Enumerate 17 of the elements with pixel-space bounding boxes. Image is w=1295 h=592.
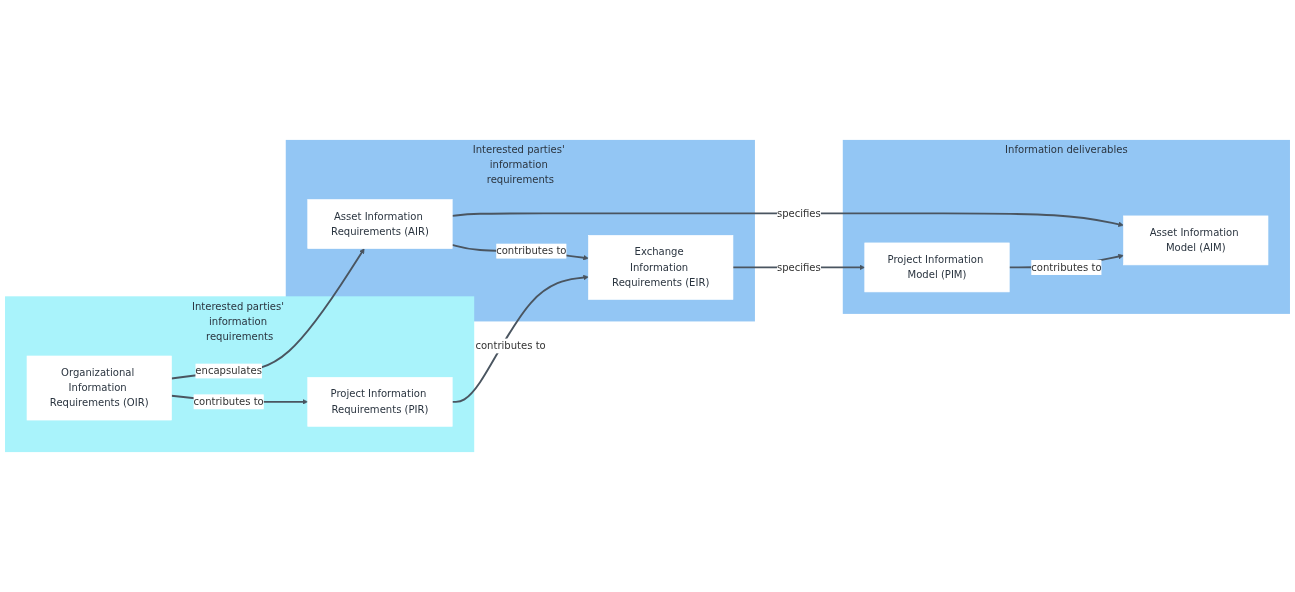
edge-label: contributes to — [475, 339, 546, 352]
arrow — [451, 243, 589, 261]
node-box: Project Information Requirements (PIR) — [307, 377, 453, 427]
edge-label: encapsulates — [195, 364, 262, 377]
arrow — [451, 274, 589, 403]
edge-label: contributes to — [193, 395, 264, 408]
node-box: Asset Information Requirements (AIR) — [307, 199, 453, 249]
node-box: Organizational Information Requirements (OIR) — [26, 355, 172, 421]
node-box: Asset Information Model (AIM) — [1123, 215, 1269, 266]
node-box: Project Information Model (PIM) — [864, 242, 1010, 293]
arrow — [170, 248, 365, 380]
node-box: Exchange Information Requirements (EIR) — [588, 235, 734, 300]
edge-label: contributes to — [1031, 261, 1102, 274]
arrow — [451, 212, 1124, 227]
edge-label: contributes to — [496, 244, 567, 257]
edge-label: specifies — [776, 207, 821, 220]
edge-label: specifies — [776, 261, 821, 274]
